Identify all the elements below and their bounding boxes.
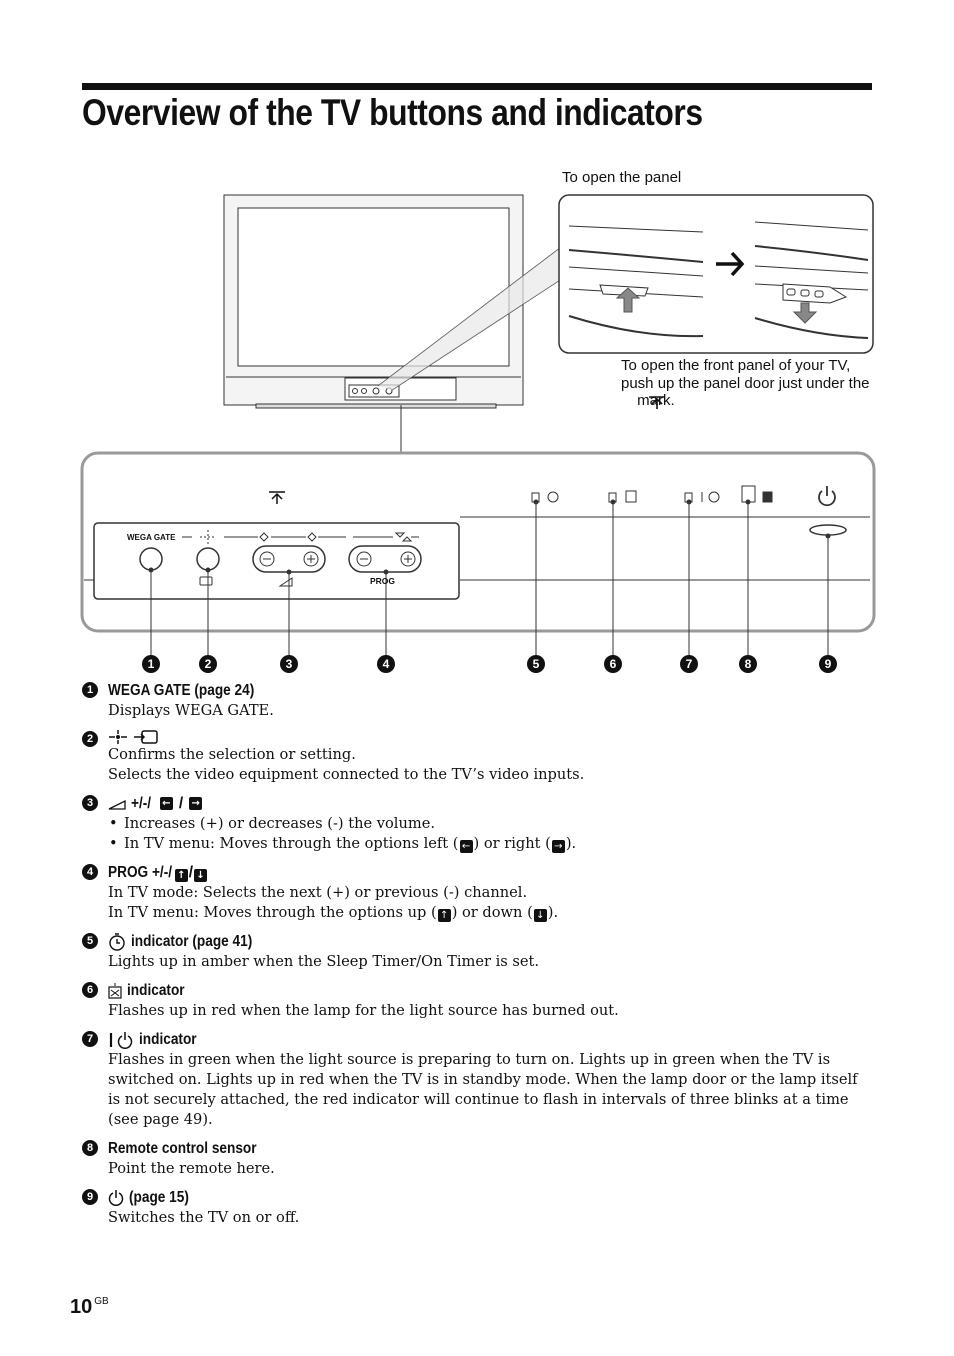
item-4: 4 PROG +/-/ ↑/↓ In TV mode: Selects the … xyxy=(82,862,872,923)
item-bullet: In TV menu: Moves through the options le… xyxy=(108,834,872,854)
item-text: Displays WEGA GATE. xyxy=(108,702,274,719)
item-heading: Remote control sensor xyxy=(108,1140,257,1157)
volume-icon xyxy=(108,799,126,810)
item-number: 8 xyxy=(82,1140,98,1156)
timer-icon xyxy=(109,932,125,951)
up-arrow-icon: ↑ xyxy=(437,909,451,922)
item-heading: (page 15) xyxy=(129,1189,189,1206)
item-number: 3 xyxy=(82,795,98,811)
left-arrow-icon: ← xyxy=(159,797,173,810)
prog-panel-label: PROG xyxy=(370,576,395,586)
callout-7: 7 xyxy=(686,657,693,671)
panel-open-inset xyxy=(558,194,874,354)
wega-gate-panel-label: WEGA GATE xyxy=(127,533,176,542)
item-number: 6 xyxy=(82,982,98,998)
item-heading: PROG +/-/ xyxy=(108,864,173,881)
callout-3: 3 xyxy=(286,657,293,671)
item-3: 3 +/-/ ←/→ Increases (+) or decreases (-… xyxy=(82,793,872,854)
title-rule xyxy=(82,83,872,90)
right-arrow-icon: → xyxy=(189,797,203,810)
tv-set-illustration xyxy=(223,194,524,452)
lamp-icon xyxy=(108,982,122,999)
page-title: Overview of the TV buttons and indicator… xyxy=(82,92,703,133)
item-text: Flashes up in red when the lamp for the … xyxy=(108,1002,619,1019)
confirm-icon xyxy=(109,730,127,744)
item-list: 1 WEGA GATE (page 24) Displays WEGA GATE… xyxy=(82,680,872,1228)
item-1: 1 WEGA GATE (page 24) Displays WEGA GATE… xyxy=(82,680,872,721)
item-text: Selects the video equipment connected to… xyxy=(108,766,585,783)
item-text: Flashes in green when the light source i… xyxy=(108,1051,858,1128)
item-text: Lights up in amber when the Sleep Timer/… xyxy=(108,953,540,970)
item-number: 7 xyxy=(82,1031,98,1047)
left-arrow-icon: ← xyxy=(459,840,473,853)
callout-8: 8 xyxy=(745,657,752,671)
item-7: 7 indicator Flashes in green when the li… xyxy=(82,1029,872,1130)
item-text: Switches the TV on or off. xyxy=(108,1209,300,1226)
power-icon xyxy=(108,1189,124,1206)
callout-6: 6 xyxy=(610,657,617,671)
item-heading: WEGA GATE (page 24) xyxy=(108,682,255,699)
item-2: 2 Confirms the selection or setting. Sel… xyxy=(82,729,872,785)
inset-caption-text: To open the front panel of your TV, push… xyxy=(621,357,870,409)
item-number: 5 xyxy=(82,933,98,949)
down-arrow-icon: ↓ xyxy=(533,909,547,922)
front-panel xyxy=(80,451,876,655)
right-arrow-icon: → xyxy=(551,840,565,853)
callout-5: 5 xyxy=(533,657,540,671)
callout-numbers: 1 2 3 4 5 6 7 8 9 xyxy=(142,655,837,673)
item-heading: indicator xyxy=(139,1031,197,1048)
item-number: 9 xyxy=(82,1189,98,1205)
item-8: 8 Remote control sensor Point the remote… xyxy=(82,1138,872,1179)
item-text: In TV menu: Moves through the options up… xyxy=(108,904,559,922)
down-arrow-icon: ↓ xyxy=(194,869,208,882)
tv-overview-figure: WEGA GATE PROG 1 2 3 4 5 6 7 8 9 xyxy=(80,194,876,673)
inset-caption-top: To open the panel xyxy=(562,169,682,186)
item-9: 9 (page 15) Switches the TV on or off. xyxy=(82,1187,872,1228)
item-text: In TV mode: Selects the next (+) or prev… xyxy=(108,884,528,901)
inset-caption-bottom: To open the front panel of your TV, push… xyxy=(621,357,881,410)
item-heading: +/-/ xyxy=(131,795,152,812)
item-text: Confirms the selection or setting. xyxy=(108,746,356,763)
item-number: 4 xyxy=(82,864,98,880)
open-mark-icon xyxy=(649,396,665,409)
item-5: 5 indicator (page 41) Lights up in amber… xyxy=(82,931,872,972)
item-bullet: Increases (+) or decreases (-) the volum… xyxy=(108,814,872,834)
item-heading: indicator xyxy=(127,982,185,999)
item-text: Point the remote here. xyxy=(108,1160,275,1177)
item-6: 6 indicator Flashes up in red when the l… xyxy=(82,980,872,1021)
item-number: 2 xyxy=(82,731,98,747)
input-icon xyxy=(134,730,158,744)
standby-icon xyxy=(109,1031,133,1049)
up-arrow-icon: ↑ xyxy=(174,869,188,882)
callout-4: 4 xyxy=(383,657,390,671)
callout-9: 9 xyxy=(825,657,832,671)
item-number: 1 xyxy=(82,682,98,698)
callout-1: 1 xyxy=(148,657,155,671)
item-heading: indicator (page 41) xyxy=(131,933,253,950)
callout-2: 2 xyxy=(205,657,212,671)
